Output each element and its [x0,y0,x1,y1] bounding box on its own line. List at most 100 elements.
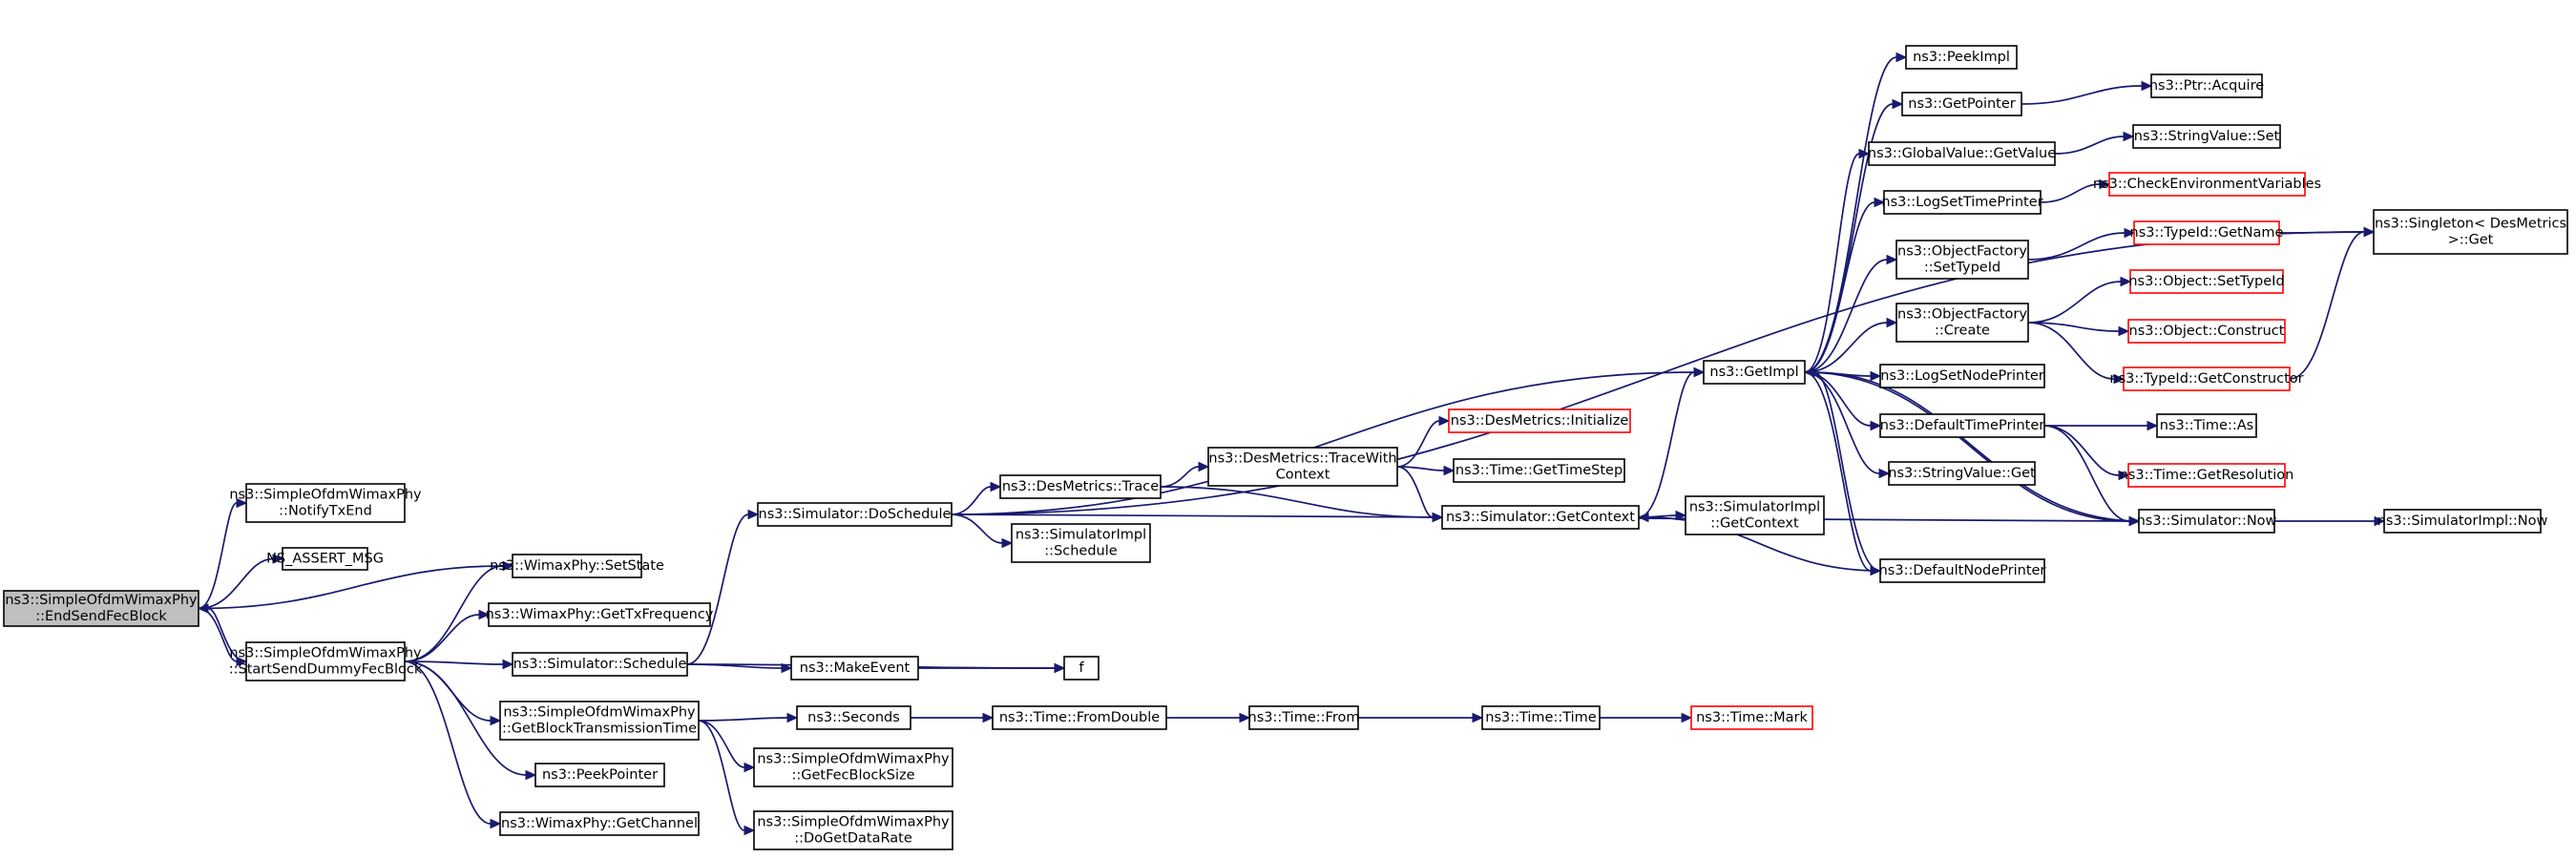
node-notifytxend[interactable]: ns3::SimpleOfdmWimaxPhy::NotifyTxEnd [229,483,422,523]
node-logsettimeprinter[interactable]: ns3::LogSetTimePrinter [1881,190,2043,215]
call-edge-getcontext-to-getimpl [1638,367,1706,518]
node-logsetnodeprinter[interactable]: ns3::LogSetNodePrinter [1879,364,2045,388]
node-nsassert[interactable]: NS_ASSERT_MSG [266,547,384,571]
node-box [1685,495,1825,535]
node-objsettypeid[interactable]: ns3::Object::SetTypeId [2128,269,2285,294]
node-getimpl[interactable]: ns3::GetImpl [1703,360,1806,385]
edge-line [1396,466,1434,518]
node-peekimpl[interactable]: ns3::PeekImpl [1905,45,2018,70]
node-timeas[interactable]: ns3::Time::As [2156,413,2257,438]
call-edges [197,52,2386,836]
call-edge-startsenddummy-to-simschedule [404,659,514,670]
node-doschedule[interactable]: ns3::Simulator::DoSchedule [757,502,953,527]
call-edge-doschedule-to-desmetricstrace [951,481,1002,515]
node-label: ns3::GetPointer [1908,96,2016,112]
node-box [1901,92,2022,116]
node-label: ns3::SimulatorImpl [1016,528,1146,543]
node-box [245,483,406,523]
call-edge-ofcreate-to-typeidgetctor [2027,322,2126,385]
edge-line [951,371,1695,515]
call-edge-tracewithcontext-to-gettimestep [1396,465,1456,476]
node-label: Context [1276,468,1330,483]
edge-line [2278,231,2365,234]
node-label: ns3::Simulator::GetContext [1446,510,1635,525]
node-desmetricstrace[interactable]: ns3::DesMetrics::Trace [999,474,1162,499]
node-checkenv[interactable]: ns3::CheckEnvironmentVariables [2093,172,2321,197]
edge-arrowhead [502,560,514,572]
node-getpointer[interactable]: ns3::GetPointer [1901,92,2022,116]
node-startsenddummy[interactable]: ns3::SimpleOfdmWimaxPhy::StartSendDummyF… [229,641,423,681]
node-gettxfreq[interactable]: ns3::WimaxPhy::GetTxFrequency [486,602,714,627]
node-box [1207,447,1398,487]
node-gettimestep[interactable]: ns3::Time::GetTimeStep [1453,458,1625,483]
node-typeidgetctor[interactable]: ns3::TypeId::GetConstructor [2109,367,2304,391]
call-edge-getimpl-to-stringvalueget [1804,371,1891,479]
call-edge-timetime-to-timemark [1600,712,1693,723]
node-label: ns3::DesMetrics::TraceWith [1208,451,1396,467]
node-getfecblocksize[interactable]: ns3::SimpleOfdmWimaxPhy::GetFecBlockSize [753,747,953,787]
node-desinit[interactable]: ns3::DesMetrics::Initialize [1448,409,1631,433]
node-objconstruct[interactable]: ns3::Object::Construct [2127,319,2286,344]
node-gvgetvalue[interactable]: ns3::GlobalValue::GetValue [1868,141,2056,166]
edge-arrowhead [1001,537,1014,549]
node-stringvalueget[interactable]: ns3::StringValue::Get [1888,461,2036,486]
node-ptracquire[interactable]: ns3::Ptr::Acquire [2149,73,2264,98]
node-simnow[interactable]: ns3::Simulator::Now [2137,509,2277,534]
node-defaulttimeprinter[interactable]: ns3::DefaultTimePrinter [1879,413,2045,438]
edge-line [1804,56,1897,373]
edge-line [1804,322,1888,373]
node-ofcreate[interactable]: ns3::ObjectFactory::Create [1895,303,2029,343]
call-edge-getimpl-to-getpointer [1804,98,1904,373]
node-makeevent[interactable]: ns3::MakeEvent [790,656,919,681]
call-edge-getimpl-to-ofcreate [1804,317,1898,373]
node-simimplschedule[interactable]: ns3::SimulatorImpl::Schedule [1011,523,1151,563]
node-timefrom[interactable]: ns3::Time::From [1248,705,1360,730]
node-seconds[interactable]: ns3::Seconds [796,705,911,730]
node-typeidgetname[interactable]: ns3::TypeId::GetName [2130,220,2284,245]
node-getcontext[interactable]: ns3::Simulator::GetContext [1441,505,1640,530]
node-box [1888,461,2036,486]
node-root[interactable]: ns3::SimpleOfdmWimaxPhy::EndSendFecBlock [3,590,199,627]
node-stringvalueset[interactable]: ns3::StringValue::Set [2132,124,2281,149]
node-defaultnodeprinter[interactable]: ns3::DefaultNodePrinter [1879,558,2046,583]
node-label: ns3::MakeEvent [800,660,911,676]
edge-arrowhead [2147,420,2159,431]
call-edge-defaultnodeprinter-to-getcontext [1637,512,1881,572]
node-simimplnow[interactable]: ns3::SimulatorImpl::Now [2377,509,2548,534]
node-label: ns3::DefaultTimePrinter [1880,418,2044,433]
node-fromdouble[interactable]: ns3::Time::FromDouble [992,705,1167,730]
edge-line [2027,232,2126,261]
node-timegetres[interactable]: ns3::Time::GetResolution [2120,463,2294,488]
node-label: ::Create [1935,324,1990,339]
node-peekpointer[interactable]: ns3::PeekPointer [534,763,665,787]
node-timetime[interactable]: ns3::Time::Time [1481,705,1601,730]
node-label: ns3::TypeId::GetName [2130,225,2284,241]
call-edge-defaulttimeprinter-to-timegetres [2043,425,2130,481]
edge-line [2043,425,2120,476]
edge-line [951,231,2365,515]
node-setstate[interactable]: ns3::WimaxPhy::SetState [490,554,664,578]
edge-line [1813,371,2140,522]
node-dogetdatarate[interactable]: ns3::SimpleOfdmWimaxPhy::DoGetDataRate [753,810,953,850]
node-timemark[interactable]: ns3::Time::Mark [1690,705,1813,730]
node-label: ns3::SimpleOfdmWimaxPhy [5,593,198,608]
edge-arrowhead [1803,367,1815,378]
edge-arrowhead [1637,512,1649,523]
node-f[interactable]: f [1063,656,1100,681]
call-edge-defaulttimeprinter-to-timeas [2043,420,2159,431]
edge-arrowhead [2363,226,2376,238]
node-singletonget[interactable]: ns3::Singleton< DesMetrics >::Get [2373,209,2568,255]
node-getchannel[interactable]: ns3::WimaxPhy::GetChannel [499,811,700,836]
call-edge-getimpl-to-defaultnodeprinter [1804,371,1882,576]
call-edge-getimpl-to-logsettimeprinter [1804,197,1886,373]
edge-line [198,557,274,610]
node-box [999,474,1162,499]
node-label: ns3::SimpleOfdmWimaxPhy [229,646,422,661]
node-getblocktx[interactable]: ns3::SimpleOfdmWimaxPhy::GetBlockTransmi… [499,701,700,741]
node-simimplgetcontext[interactable]: ns3::SimulatorImpl::GetContext [1685,495,1825,535]
node-box [1879,558,2045,583]
node-simschedule[interactable]: ns3::Simulator::Schedule [512,652,688,677]
node-ofsettypeid[interactable]: ns3::ObjectFactory::SetTypeId [1895,240,2029,280]
node-label: ::SetTypeId [1924,261,2000,276]
